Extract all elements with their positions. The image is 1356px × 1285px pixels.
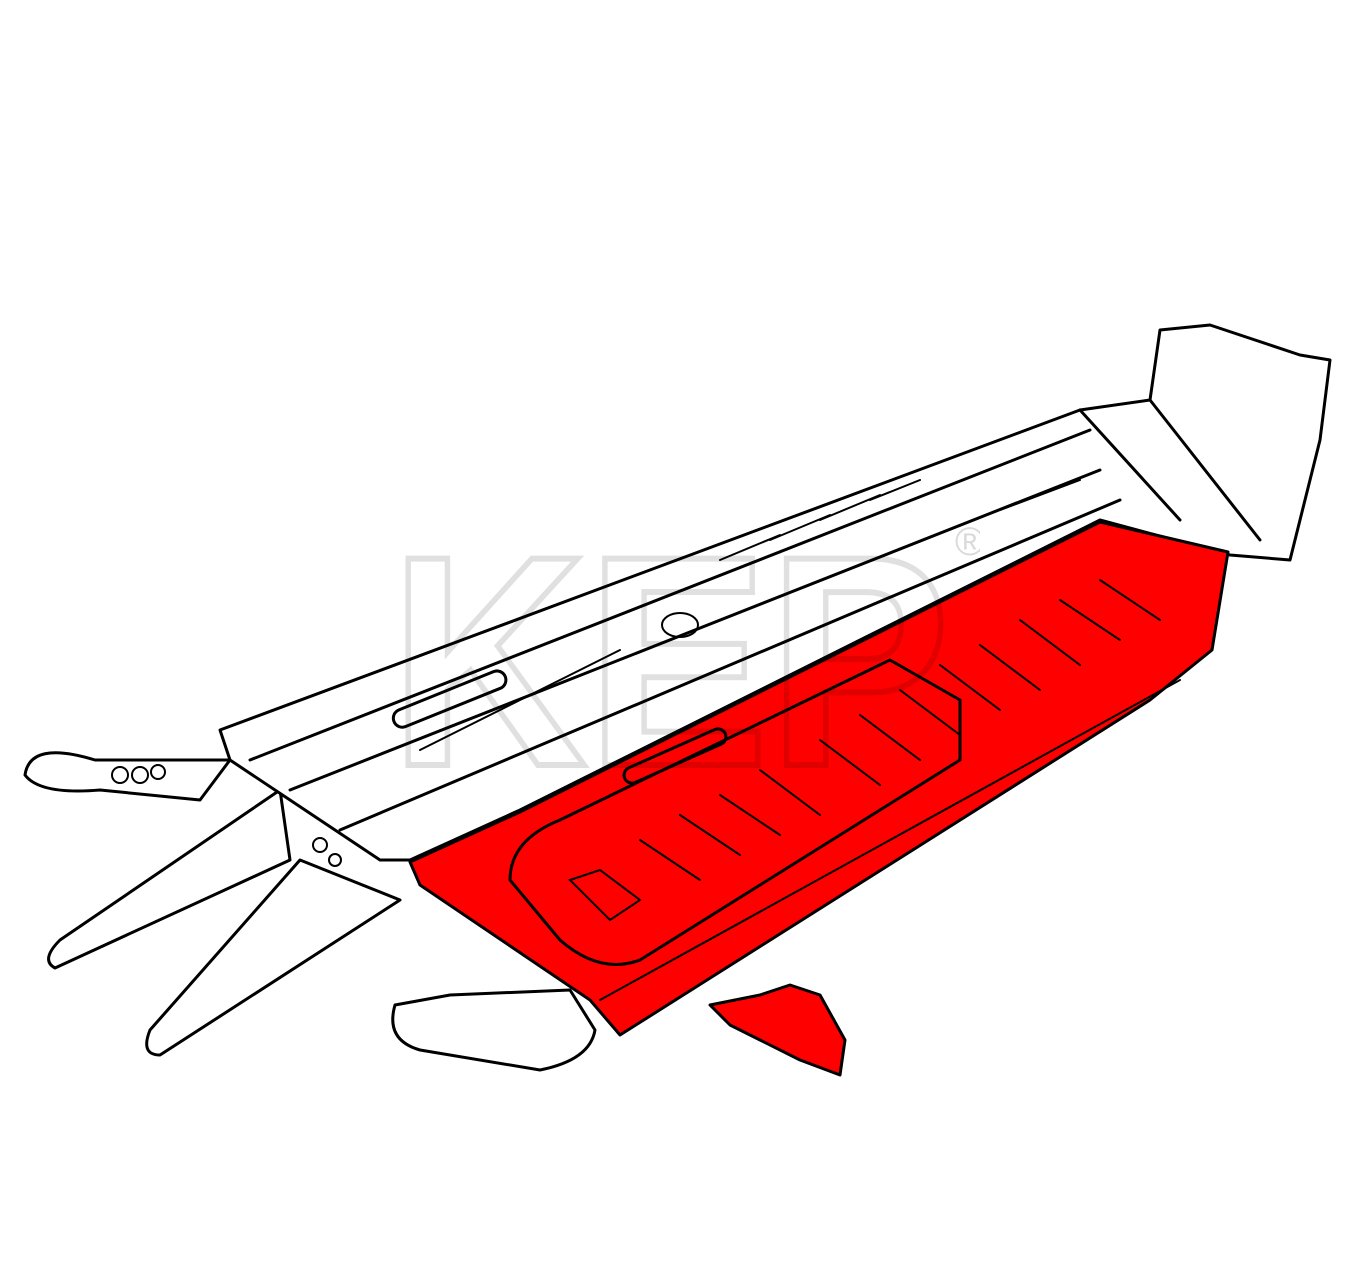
floor-pan-highlight — [408, 520, 1230, 1077]
chassis-frame — [218, 323, 1332, 862]
rear-torsion-arms — [23, 751, 597, 1072]
bracket — [708, 983, 847, 1077]
floor-ribs-left — [419, 479, 921, 751]
floor-pan-half — [408, 520, 1230, 1037]
